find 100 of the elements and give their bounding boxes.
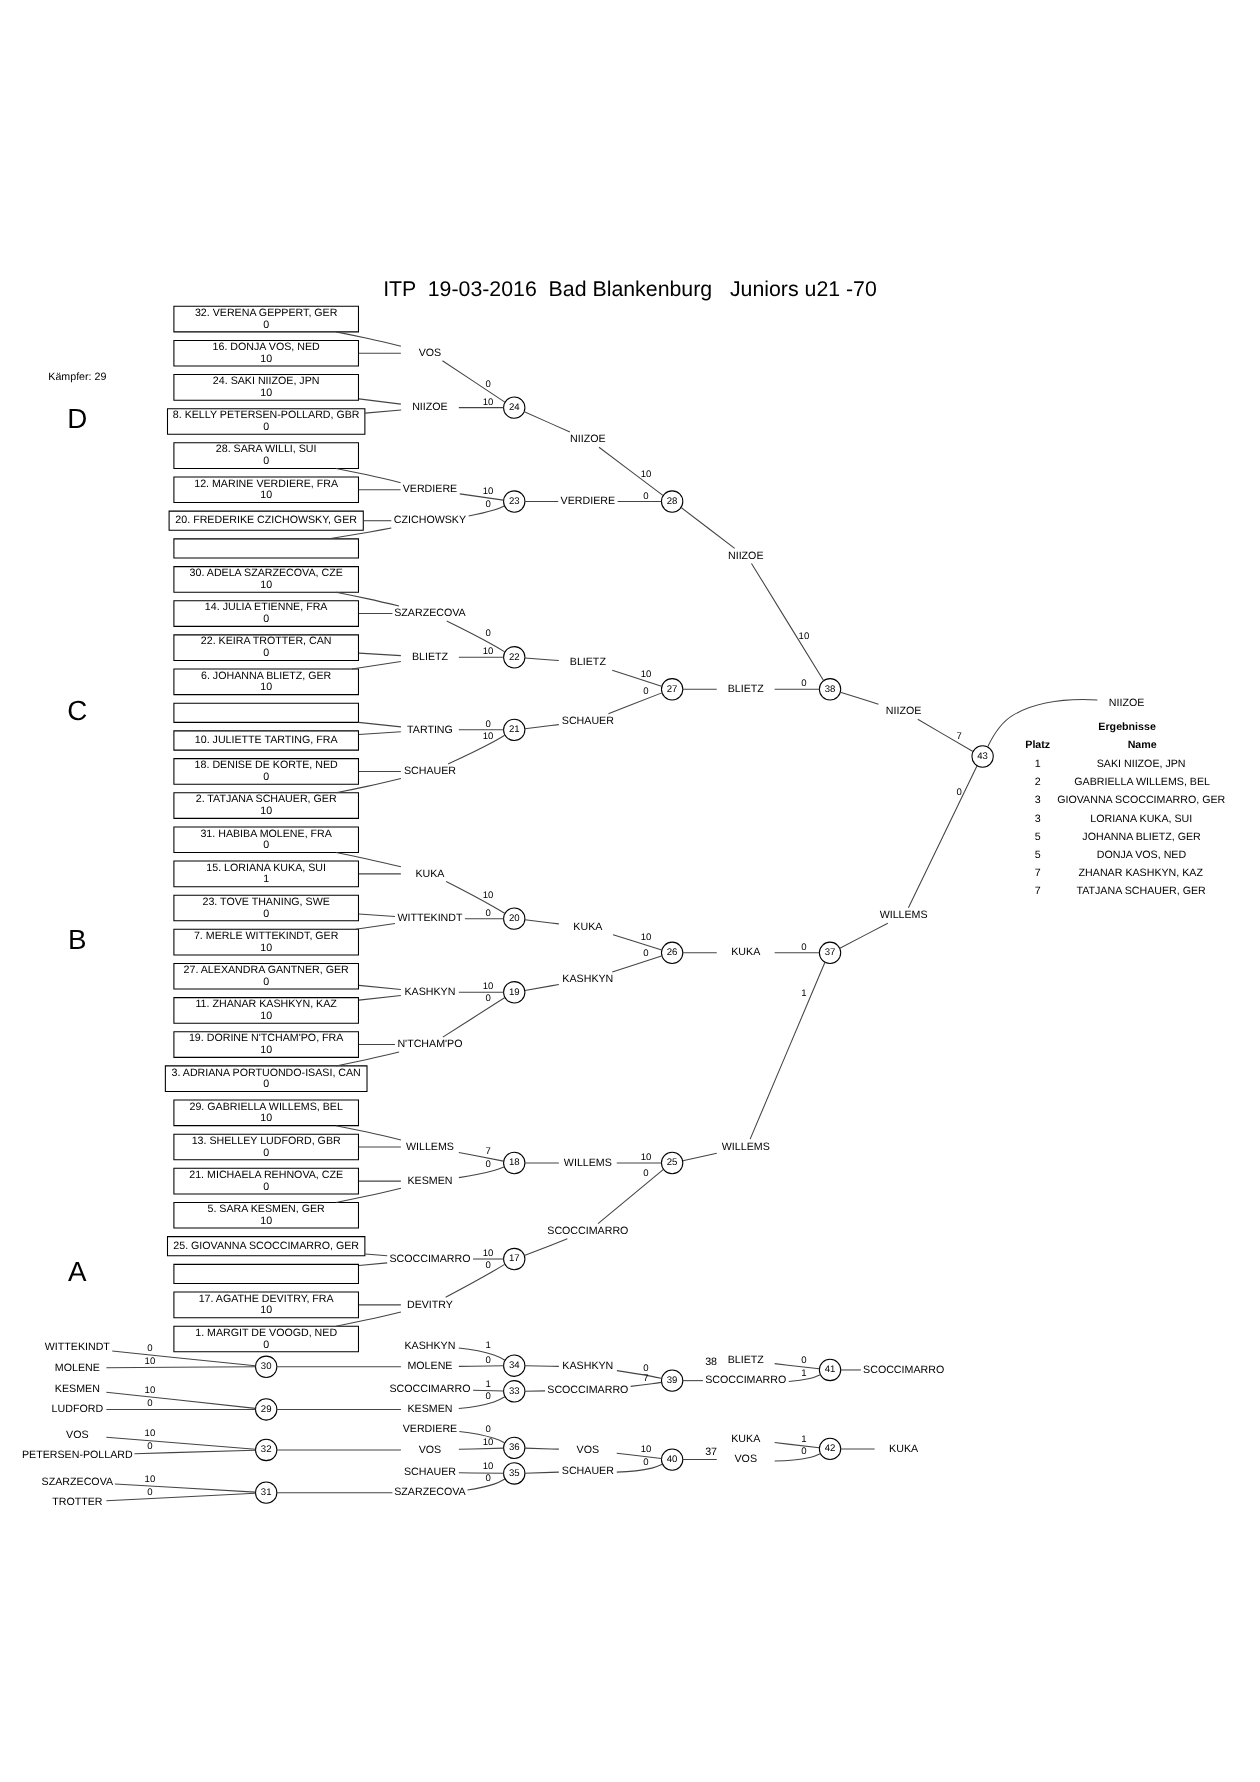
- connector: [445, 879, 506, 913]
- connector: [355, 922, 396, 929]
- connector: [611, 668, 663, 686]
- connector: [523, 1237, 568, 1256]
- connector: [524, 1161, 560, 1163]
- connector: [335, 851, 402, 867]
- connector: [358, 912, 396, 916]
- connector: [839, 690, 879, 704]
- node-box: [173, 1262, 359, 1284]
- connector: [357, 720, 402, 727]
- connector: [459, 492, 504, 500]
- connector: [597, 1168, 664, 1224]
- connector: [358, 769, 402, 771]
- connector: [472, 1257, 504, 1259]
- connector: [680, 506, 736, 548]
- connector: [616, 1451, 662, 1458]
- connector: [458, 1364, 504, 1366]
- connector: [466, 1477, 506, 1490]
- connector: [524, 982, 560, 991]
- connector: [458, 728, 504, 730]
- connector: [111, 1349, 256, 1366]
- connector: [335, 776, 402, 793]
- connector: [358, 488, 402, 490]
- connector: [917, 717, 974, 752]
- connector: [464, 917, 505, 919]
- connector: [749, 960, 826, 1139]
- connector: [616, 1369, 662, 1378]
- connector: [458, 1430, 505, 1443]
- connector: [682, 1458, 718, 1460]
- connector: [114, 1482, 256, 1492]
- connector: [276, 1491, 393, 1493]
- connector: [358, 1145, 402, 1147]
- connector: [133, 1448, 256, 1454]
- connector: [598, 445, 664, 495]
- connector: [335, 1124, 402, 1140]
- node-box: [173, 537, 359, 558]
- connector: [445, 1262, 506, 1297]
- connector: [524, 1389, 546, 1391]
- diagram-title: ITP 19-03-2016 Bad Blankenburg Juniors u21 -70: [383, 276, 877, 301]
- connector: [446, 619, 506, 652]
- connector: [774, 1362, 820, 1369]
- connector: [611, 954, 663, 972]
- connector: [105, 1390, 256, 1408]
- connector: [788, 1373, 821, 1381]
- connector: [335, 1050, 400, 1066]
- connector: [364, 408, 402, 413]
- connector: [358, 651, 402, 656]
- connector: [363, 519, 392, 521]
- connector: [358, 612, 393, 614]
- connector: [458, 1446, 504, 1449]
- connector: [358, 993, 402, 1000]
- connector: [358, 872, 402, 874]
- connector: [105, 1407, 256, 1409]
- connector: [358, 1303, 402, 1305]
- connector: [335, 330, 402, 346]
- connector: [840, 1368, 862, 1370]
- connector: [468, 504, 505, 516]
- connector: [358, 1261, 388, 1265]
- connector: [276, 1407, 402, 1409]
- connector: [907, 764, 978, 908]
- connector: [105, 1491, 256, 1501]
- connector: [441, 359, 506, 402]
- connector: [524, 1364, 560, 1366]
- connector: [840, 1447, 876, 1449]
- connector: [607, 691, 663, 714]
- connector: [682, 1379, 704, 1381]
- connector: [774, 1441, 820, 1448]
- connector: [523, 410, 571, 432]
- connector: [447, 733, 506, 764]
- connector: [458, 1395, 506, 1408]
- connector: [276, 1448, 402, 1450]
- connector: [524, 500, 559, 502]
- connector: [328, 526, 392, 539]
- connector: [364, 1252, 388, 1256]
- connector: [458, 655, 504, 657]
- connector: [616, 1462, 663, 1472]
- connector: [335, 466, 402, 483]
- connector: [682, 951, 718, 953]
- connector: [616, 1161, 662, 1163]
- connector: [105, 1435, 256, 1449]
- connector: [774, 1452, 821, 1461]
- connector: [987, 698, 1098, 747]
- connector: [358, 351, 402, 353]
- connector: [335, 1186, 402, 1202]
- connector: [276, 1365, 402, 1367]
- connector: [442, 996, 506, 1037]
- connector: [358, 730, 402, 734]
- connector: [358, 1043, 396, 1045]
- connector: [358, 983, 402, 990]
- connector: [617, 500, 662, 502]
- connector: [682, 1151, 718, 1161]
- connector: [750, 561, 825, 680]
- connector: [335, 1310, 402, 1326]
- connector: [105, 1365, 256, 1368]
- connector: [774, 687, 820, 689]
- connector: [839, 921, 889, 948]
- connector: [524, 1446, 560, 1449]
- label: B: [68, 921, 87, 954]
- label: A: [68, 1253, 87, 1286]
- connector: [351, 660, 402, 669]
